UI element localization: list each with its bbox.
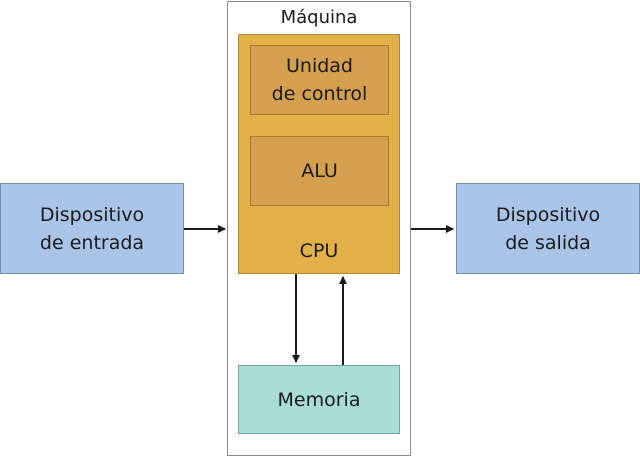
machine-title: Máquina xyxy=(280,7,358,28)
output-device-label: Dispositivo de salida xyxy=(495,203,601,254)
alu-label: ALU xyxy=(301,160,338,182)
control-unit-label: Unidad de control xyxy=(271,55,368,105)
input-device-block: Dispositivo de entrada xyxy=(0,183,184,274)
cpu-label: CPU xyxy=(299,240,339,262)
control-unit-block: Unidad de control xyxy=(250,45,389,115)
alu-block: ALU xyxy=(250,136,389,206)
input-device-label: Dispositivo de entrada xyxy=(39,203,145,254)
output-device-block: Dispositivo de salida xyxy=(456,183,640,274)
memory-label: Memoria xyxy=(277,388,361,411)
memory-block: Memoria xyxy=(238,365,400,434)
